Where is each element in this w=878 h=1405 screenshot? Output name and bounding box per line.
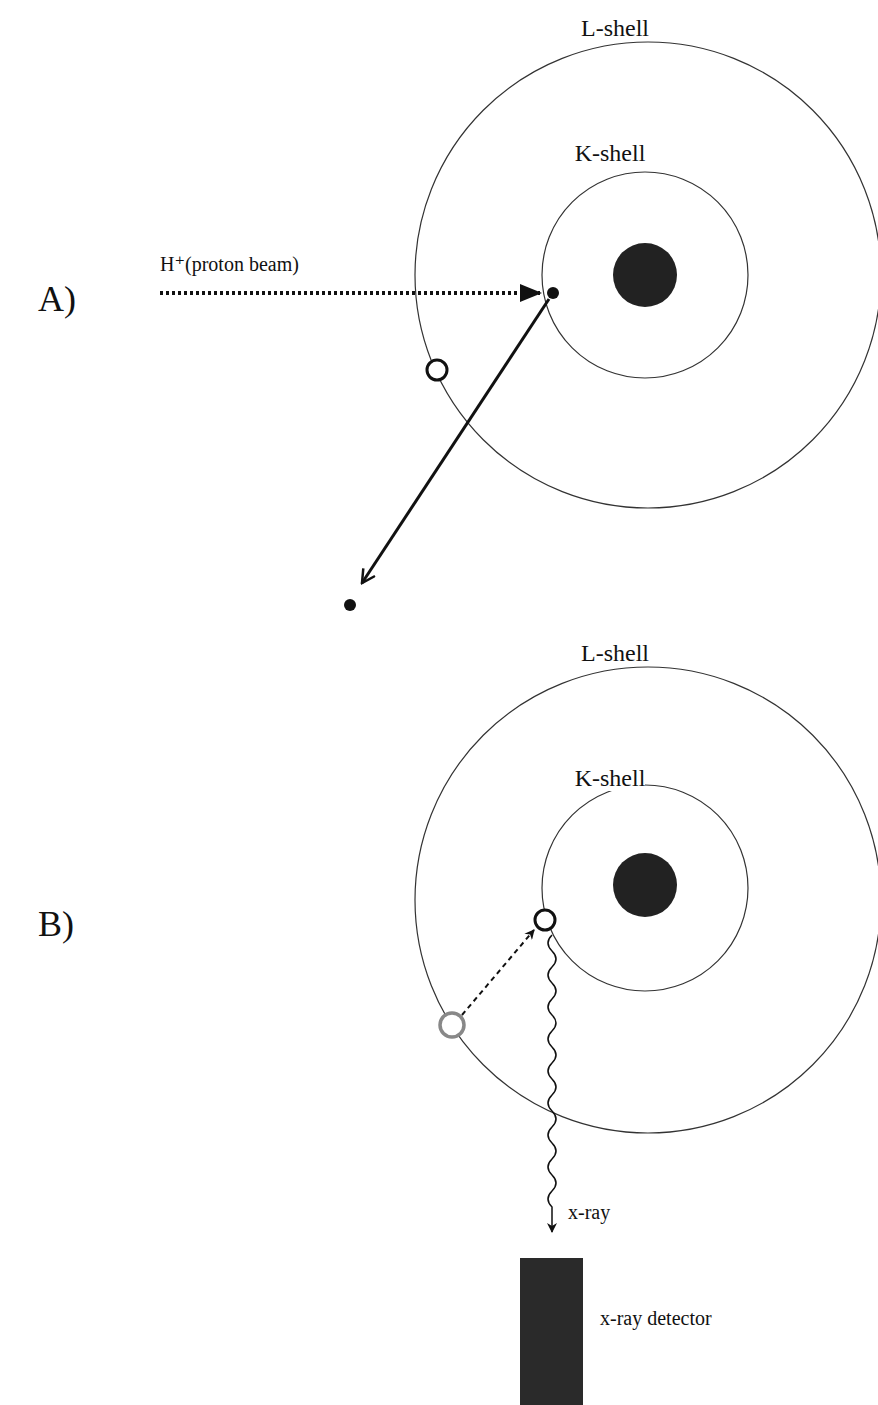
panel-label: A): [38, 280, 76, 320]
x-ray-label: x-ray: [568, 1201, 610, 1223]
shell-label: K-shell: [575, 140, 646, 166]
shell-label: L-shell: [581, 640, 649, 666]
beam-label: H⁺(proton beam): [160, 253, 299, 275]
shell-label: L-shell: [581, 15, 649, 41]
atom-b: [415, 667, 878, 1405]
panel-label: B): [38, 905, 74, 945]
detector-label: x-ray detector: [600, 1307, 712, 1329]
atom-a: [160, 42, 878, 611]
shell-label: K-shell: [575, 765, 646, 791]
